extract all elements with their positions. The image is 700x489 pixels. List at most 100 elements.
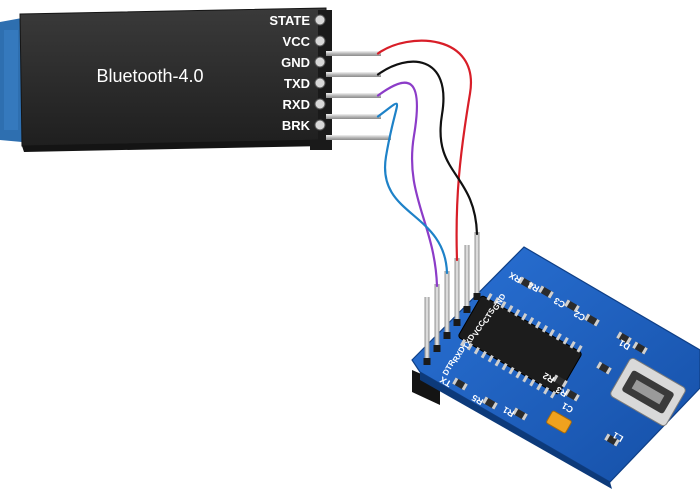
- ftdi-pin-txd: [443, 271, 451, 339]
- chip-leg: [550, 390, 557, 399]
- bt-pin-rxd: RXD: [283, 97, 381, 119]
- jumper-wires: [376, 39, 479, 288]
- chip-leg: [473, 346, 480, 355]
- bt-pin-pad: [314, 14, 326, 26]
- chip-leg: [480, 350, 487, 359]
- ftdi-pin-collar: [453, 319, 461, 326]
- chip-leg: [555, 333, 562, 341]
- smd-cap-right: [527, 281, 534, 290]
- ftdi-board-edge: [420, 372, 612, 489]
- smd-cap-left: [538, 285, 545, 294]
- smd-cap-left: [564, 388, 571, 397]
- chip-leg: [507, 305, 514, 313]
- bt-pin-label: BRK: [282, 118, 311, 133]
- bt-pin-lead: [326, 135, 391, 140]
- chip-leg: [562, 337, 569, 345]
- ftdi-pin-collar: [423, 358, 431, 365]
- ftdi-pin-vcc: [453, 258, 461, 326]
- smd-part: [452, 377, 468, 391]
- chip-leg: [543, 386, 550, 395]
- chip-leg: [494, 358, 501, 367]
- bt-pin-brk: BRK: [282, 118, 391, 140]
- usb-connector: [610, 357, 686, 427]
- bt-pin-pad: [314, 77, 326, 89]
- chip-leg: [534, 321, 542, 329]
- smd-components: [452, 276, 648, 447]
- ftdi-pin-rxd: [433, 284, 441, 352]
- wire-txd-to-rxd: [376, 81, 439, 288]
- bt-pin-pad: [314, 119, 326, 131]
- bt-module-side-highlight: [4, 30, 18, 130]
- wire-gnd-to-gnd: [376, 60, 479, 236]
- smd-cap-left: [584, 313, 591, 322]
- smd-cap-right: [573, 393, 580, 402]
- ftdi-pin-lead: [474, 232, 480, 297]
- smd-part: [564, 299, 580, 313]
- bt-pin-pad: [314, 98, 326, 110]
- chip-leg: [569, 341, 576, 349]
- chip-leg: [515, 370, 522, 379]
- silk-label-c2: C2: [572, 309, 587, 323]
- smd-part: [552, 374, 568, 388]
- ftdi-pin-lead: [454, 258, 460, 323]
- bt-pin-lead: [326, 72, 381, 77]
- bt-pin-label: GND: [281, 55, 310, 70]
- ftdi-header-pins: [423, 232, 481, 365]
- smd-cap-left: [518, 276, 525, 285]
- smd-cap-left: [596, 361, 603, 370]
- silk-label-c1: C1: [560, 401, 575, 415]
- smd-part: [584, 313, 600, 327]
- ftdi-pin-collar: [443, 332, 451, 339]
- ftdi-pin-gnd: [473, 232, 481, 300]
- bt-module-board-edge: [22, 140, 326, 152]
- chip-leg: [529, 378, 536, 387]
- chip-leg: [514, 309, 521, 317]
- bt-pin-label: RXD: [283, 97, 310, 112]
- ftdi-pin-lead: [464, 245, 470, 310]
- chip-leg: [528, 317, 535, 325]
- smd-cap-left: [632, 341, 639, 350]
- chip-leg: [466, 342, 473, 351]
- smd-cap-left: [452, 377, 459, 386]
- chip-leg: [576, 345, 583, 353]
- ftdi-pin-collar: [463, 306, 471, 313]
- ftdi-pin-collar: [473, 293, 481, 300]
- smd-cap-right: [625, 336, 632, 345]
- bt-pin-label: STATE: [269, 13, 310, 28]
- smd-part: [616, 331, 632, 345]
- bt-pin-pad: [314, 56, 326, 68]
- wire-rxd-to-txd: [376, 102, 449, 275]
- chip-leg: [459, 338, 467, 347]
- smd-cap-right: [461, 382, 468, 391]
- smd-cap-left: [604, 433, 611, 442]
- smd-part: [596, 361, 612, 375]
- ftdi-chip-legs-bottom: [459, 338, 557, 399]
- ftdi-chip-legs-top: [486, 293, 583, 353]
- smd-cap-right: [641, 346, 648, 355]
- smd-cap-right: [573, 304, 580, 313]
- silk-label-r1: R1: [501, 405, 516, 419]
- bt-pin-pad: [314, 35, 326, 47]
- smd-cap-right: [613, 438, 620, 447]
- bt-pin-vcc: VCC: [283, 34, 381, 56]
- ftdi-pin-lead: [444, 271, 450, 336]
- bt-pin-gnd: GND: [281, 55, 381, 77]
- chip-leg: [501, 362, 508, 371]
- smd-part: [482, 396, 498, 410]
- chip-leg: [521, 313, 528, 321]
- chip-leg: [486, 293, 493, 301]
- smd-cap-right: [547, 290, 554, 299]
- bt-pin-lead: [326, 51, 381, 56]
- ftdi-chip: [458, 293, 583, 399]
- bt-module-title: Bluetooth-4.0: [96, 66, 203, 86]
- bt-pin-label: VCC: [283, 34, 311, 49]
- smd-cap-left: [564, 299, 571, 308]
- ftdi-pin-lead: [434, 284, 440, 349]
- ftdi-header-base: [412, 370, 440, 405]
- chip-leg: [548, 329, 555, 337]
- smd-part: [564, 388, 580, 402]
